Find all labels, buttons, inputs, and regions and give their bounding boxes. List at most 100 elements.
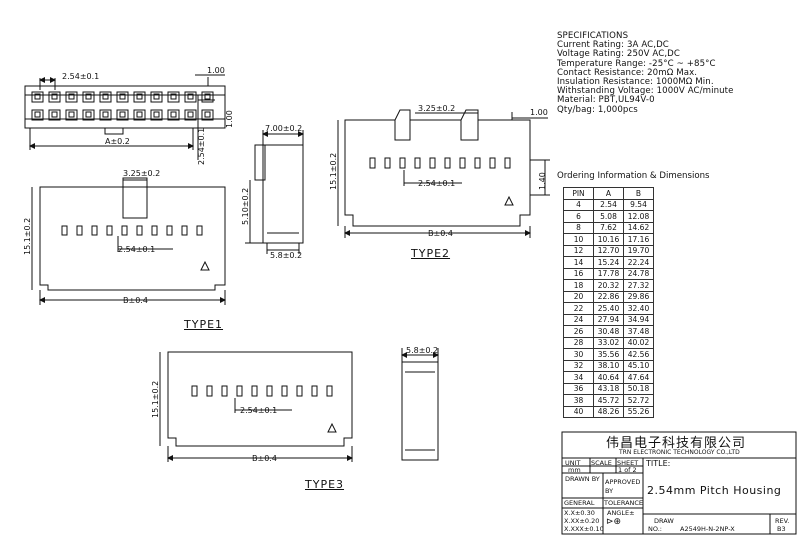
table-cell: 24 xyxy=(563,313,594,326)
contact-hole xyxy=(153,111,160,118)
top-cell xyxy=(31,109,44,121)
table-cell: 27.32 xyxy=(623,279,654,292)
general-label: GENERAL xyxy=(564,499,595,507)
pin-slot xyxy=(151,225,158,236)
pin-slot xyxy=(444,157,451,169)
table-cell: 43.18 xyxy=(593,382,624,395)
pin-slot xyxy=(236,385,243,397)
top-cell xyxy=(167,109,180,121)
table-cell: 27.94 xyxy=(593,313,624,326)
table-cell: 14.62 xyxy=(623,221,654,234)
table-cell: 22.86 xyxy=(593,290,624,303)
table-cell: 38.10 xyxy=(593,359,624,372)
table-cell: 26 xyxy=(563,325,594,338)
table-cell: 40.64 xyxy=(593,371,624,384)
table-cell: 7.62 xyxy=(593,221,624,234)
tolerance-label: TOLERANCE xyxy=(604,499,644,507)
spec-line: Voltage Rating: 250V AC,DC xyxy=(557,49,680,60)
approved-by-label: APPROVED BY xyxy=(605,478,641,495)
top-cell xyxy=(201,109,214,121)
unit-label: UNIT xyxy=(565,459,581,467)
contact-hole xyxy=(68,93,75,100)
top-cell xyxy=(82,109,95,121)
ordering-title: Ordering Information & Dimensions xyxy=(557,171,710,181)
top-cell xyxy=(48,109,61,121)
contact-hole xyxy=(68,111,75,118)
spec-line: Withstanding Voltage: 1000V AC/minute xyxy=(557,86,734,97)
pin-slot xyxy=(296,385,303,397)
table-cell: 25.40 xyxy=(593,302,624,315)
top-cell xyxy=(184,109,197,121)
table-cell: 48.26 xyxy=(593,405,624,418)
top-cell xyxy=(65,109,78,121)
table-cell: 30 xyxy=(563,348,594,361)
table-cell: 40.02 xyxy=(623,336,654,349)
contact-hole xyxy=(85,111,92,118)
contact-hole xyxy=(51,93,58,100)
company-name-cn: 伟昌电子科技有限公司 xyxy=(606,436,747,451)
table-cell: 22 xyxy=(563,302,594,315)
table-cell: 9.54 xyxy=(623,198,654,211)
unit-value: mm xyxy=(568,466,581,474)
top-cell xyxy=(133,109,146,121)
type1-side-view xyxy=(245,130,304,254)
table-cell: 37.48 xyxy=(623,325,654,338)
table-cell: 14 xyxy=(563,256,594,269)
projection-symbol-icon: ⊳⊕ xyxy=(606,517,622,527)
contact-hole xyxy=(170,111,177,118)
pin-slot xyxy=(206,385,213,397)
top-cell xyxy=(184,91,197,103)
top-cell xyxy=(201,91,214,103)
contact-hole xyxy=(204,93,211,100)
table-cell: 40 xyxy=(563,405,594,418)
table-cell: 45.10 xyxy=(623,359,654,372)
table-cell: 34.94 xyxy=(623,313,654,326)
pin-slot xyxy=(106,225,113,236)
top-cell xyxy=(82,91,95,103)
col-header: B xyxy=(623,187,654,200)
table-cell: 47.64 xyxy=(623,371,654,384)
contact-hole xyxy=(153,93,160,100)
table-cell: 28 xyxy=(563,336,594,349)
top-cell xyxy=(133,91,146,103)
table-cell: 22.24 xyxy=(623,256,654,269)
rev-value: B3 xyxy=(777,525,786,533)
pin-slot xyxy=(136,225,143,236)
table-cell: 8 xyxy=(563,221,594,234)
type3-side-view xyxy=(401,348,439,461)
table-cell: 36 xyxy=(563,382,594,395)
type1-front-view xyxy=(31,177,226,305)
table-cell: 6 xyxy=(563,210,594,223)
contact-hole xyxy=(187,111,194,118)
spec-line: Current Rating: 3A AC,DC xyxy=(557,40,669,51)
drawing-number: A2549H-N-2NP-X xyxy=(680,525,735,533)
pin-slot xyxy=(489,157,496,169)
no-label: NO.: xyxy=(648,525,662,533)
draw-label: DRAW xyxy=(654,517,674,525)
pin-slot xyxy=(311,385,318,397)
pin-slot xyxy=(429,157,436,169)
title-block-frame xyxy=(561,431,797,535)
contact-hole xyxy=(136,93,143,100)
table-cell: 24.78 xyxy=(623,267,654,280)
pin-slot xyxy=(91,225,98,236)
table-cell: 19.70 xyxy=(623,244,654,257)
top-cell xyxy=(116,91,129,103)
contact-hole xyxy=(85,93,92,100)
table-cell: 17.16 xyxy=(623,233,654,246)
pin-slot xyxy=(474,157,481,169)
pin-slot xyxy=(459,157,466,169)
